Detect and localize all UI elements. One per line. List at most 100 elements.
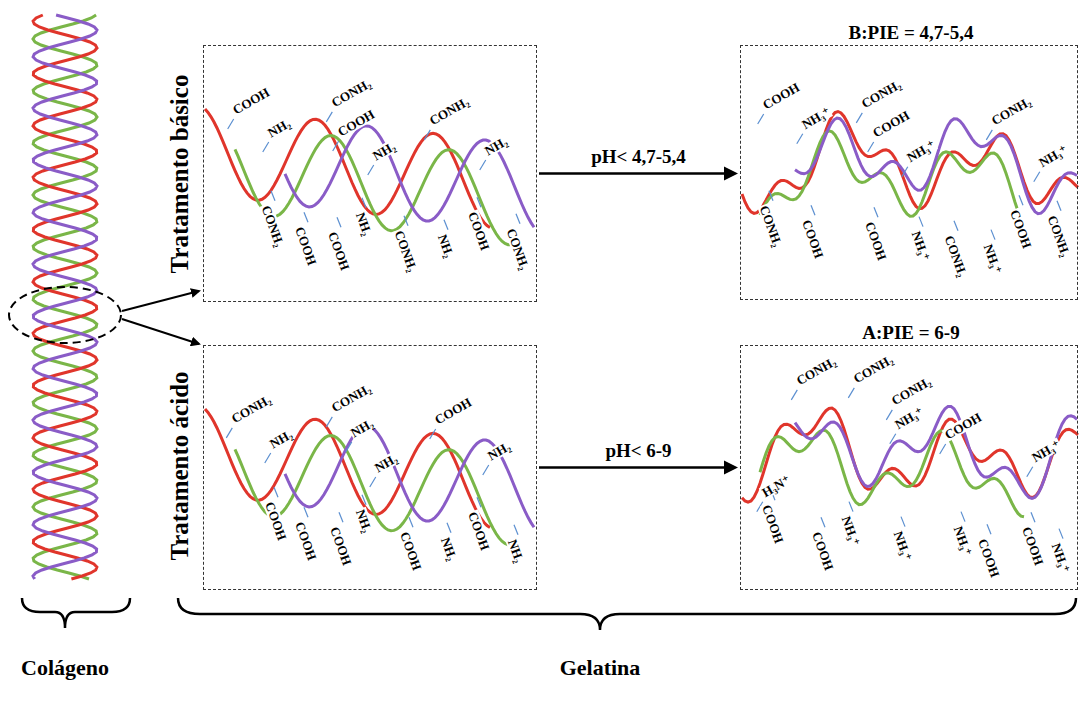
leader-tick	[848, 388, 854, 398]
chemical-group: NH₃⁺	[904, 137, 938, 164]
chemical-group: NH₃⁺	[1049, 541, 1072, 576]
arrow-head	[724, 461, 738, 475]
leader-tick	[919, 217, 923, 227]
chemical-group: COOH	[760, 80, 803, 112]
leader-tick	[1034, 172, 1040, 182]
leader-tick	[902, 167, 908, 177]
leader-tick	[444, 220, 448, 230]
chemical-group: NH₃⁺	[891, 529, 914, 564]
leader-tick	[987, 524, 991, 534]
leader-tick	[901, 517, 905, 527]
chemical-group: NH₂	[354, 507, 375, 535]
chemical-group: CONH₂	[793, 354, 838, 388]
leader-tick	[849, 502, 853, 512]
chemical-group: NH₃⁺	[909, 229, 932, 264]
leader-tick	[326, 112, 332, 122]
leader-tick	[447, 523, 451, 533]
leader-tick	[856, 113, 862, 123]
chemical-group: COOH	[432, 395, 475, 427]
leader-tick	[874, 207, 878, 217]
leader-tick	[274, 487, 278, 497]
leader-tick	[961, 512, 965, 522]
leader-tick	[409, 517, 413, 527]
leader-tick	[769, 191, 773, 201]
chemical-group: CONH₂	[1045, 213, 1073, 260]
leader-tick	[516, 214, 520, 224]
leader-tick	[886, 410, 892, 420]
treatment-heading: Tratamento básico	[167, 75, 192, 274]
dashed-box: Tratamento ácidoCONH₂NH₂CONH₂NH₂NH₂COOHN…	[203, 345, 537, 590]
chemical-group: NH₂	[267, 427, 296, 451]
part-label: Gelatina	[560, 657, 641, 679]
gelatin-strand	[285, 126, 534, 227]
chemical-group: CONH₂	[392, 228, 420, 275]
chemical-group: COOH	[810, 529, 836, 573]
leader-tick	[986, 130, 992, 140]
chemical-group: COOH	[863, 219, 889, 263]
leader-tick	[333, 141, 339, 151]
chemical-group: NH₃⁺	[1029, 437, 1063, 464]
gelatin-strand	[205, 409, 490, 528]
leader-tick	[265, 453, 271, 463]
leader-tick	[404, 216, 408, 226]
zoom-arrow	[122, 291, 199, 311]
chemical-group: CONH₂	[504, 226, 532, 273]
chemical-group: CONH₂	[850, 352, 895, 386]
reaction-arrow	[539, 167, 738, 181]
leader-tick	[271, 191, 275, 201]
chemical-group: NH₃⁺	[1036, 142, 1070, 169]
chemical-group: CONH₂	[259, 203, 287, 250]
chemical-group: CONH₂	[228, 392, 273, 426]
chemical-group: NH₃⁺	[799, 104, 833, 131]
part-label: Colágeno	[21, 657, 109, 679]
gelatin-strand	[795, 118, 1077, 214]
chemical-group: NH₂	[265, 116, 294, 140]
chemical-group: NH₂	[439, 535, 460, 563]
helix-strand	[33, 15, 97, 579]
leader-tick	[362, 495, 366, 505]
leader-tick	[821, 517, 825, 527]
ph-condition: pH< 6-9	[603, 441, 673, 460]
leader-tick	[1027, 467, 1033, 477]
chemical-group: NH₂	[370, 139, 399, 163]
chemical-group: COOH	[335, 107, 378, 139]
arrow-line	[539, 172, 726, 175]
arrow-head	[724, 167, 738, 181]
chemical-group: NH₂	[348, 416, 377, 440]
chemical-group: NH₃⁺	[892, 404, 926, 431]
chemical-group: COOH	[870, 108, 913, 140]
chemical-group: CONH₂	[942, 233, 970, 280]
leader-tick	[362, 198, 366, 208]
zoom-ellipse	[9, 287, 121, 343]
chemical-group: CONH₂	[858, 77, 903, 111]
chemical-group: CONH₂	[888, 374, 933, 408]
helix-strand	[33, 15, 97, 579]
chemical-group: COOH	[976, 536, 1002, 580]
chemical-group: NH₃⁺	[981, 242, 1004, 277]
collagen-helix	[33, 15, 97, 579]
chemical-group: CONH₂	[328, 76, 373, 110]
leader-tick	[797, 134, 803, 144]
chemical-group: NH₃⁺	[951, 524, 974, 559]
leader-tick	[424, 130, 430, 140]
leader-tick	[480, 160, 486, 170]
leader-tick	[304, 507, 308, 517]
arrow-line	[539, 466, 726, 469]
gelatin-strand	[760, 430, 1024, 517]
chemical-group: COOH	[293, 519, 319, 563]
chemical-group: COOH	[1008, 207, 1034, 251]
chemical-group: CONH₂	[757, 203, 785, 250]
chemical-group: NH₂	[354, 210, 375, 238]
leader-tick	[514, 525, 518, 535]
gelatin-strands	[205, 109, 1078, 545]
chemical-group: COOH	[293, 224, 319, 268]
chemical-group: H₃N⁺	[759, 472, 793, 499]
chemical-group: COOH	[1020, 524, 1046, 568]
chemical-group: NH₂	[436, 232, 457, 260]
leader-tick	[228, 119, 234, 129]
chemical-group: COOH	[466, 509, 492, 553]
gelatin-strand	[795, 406, 1077, 498]
leader-tick	[346, 442, 352, 452]
